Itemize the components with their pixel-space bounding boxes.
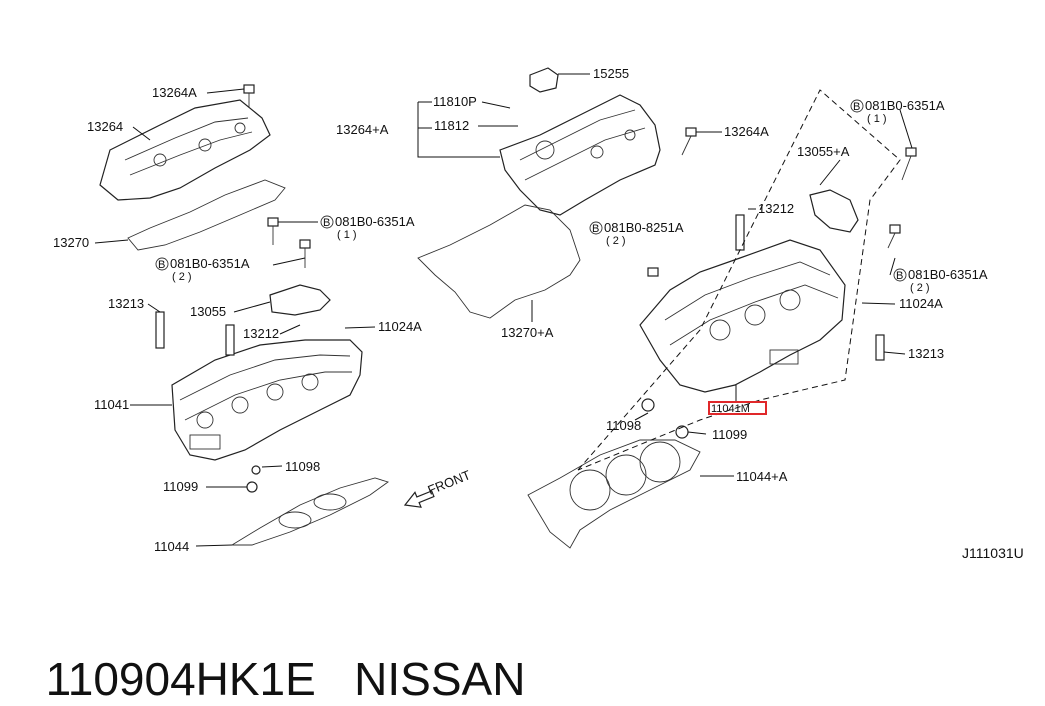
bolt-symbol: B	[896, 270, 903, 282]
label-11099-right: 11099	[712, 427, 747, 442]
oil-filler-cap	[529, 67, 559, 93]
qty-081B0-6351A-top-left: ( 1 )	[337, 229, 357, 241]
bolt-symbol: B	[323, 217, 330, 229]
bolt-symbol-circle	[850, 99, 864, 113]
right-valve-cover	[499, 94, 661, 216]
label-11024A-right: 11024A	[899, 296, 943, 311]
label-081B0-8251A: 081B0-8251A	[604, 220, 684, 235]
label-11024A-left: 11024A	[378, 319, 422, 334]
label-13212-left: 13212	[243, 326, 279, 341]
label-11041: 11041	[94, 397, 129, 412]
bolt-symbol-circle	[589, 221, 603, 235]
label-081B0-6351A-top-left: 081B0-6351A	[335, 214, 415, 229]
label-11099-left: 11099	[163, 479, 198, 494]
label-11098-left: 11098	[285, 459, 320, 474]
part-number: 110904HK1E	[45, 653, 316, 705]
label-13264A-mid: 13264A	[724, 124, 769, 139]
front-label: FRONT	[426, 467, 473, 498]
right-washers	[641, 398, 689, 439]
leader-lines	[94, 73, 913, 547]
qty-081B0-6351A-mid-left: ( 2 )	[172, 271, 192, 283]
left-washers	[246, 465, 261, 493]
label-13270: 13270	[53, 235, 89, 250]
label-13264: 13264	[87, 119, 123, 134]
label-13213-right: 13213	[908, 346, 944, 361]
right-cylinder-head	[639, 239, 846, 393]
label-13212-right: 13212	[758, 201, 794, 216]
bolt-symbol: B	[158, 259, 165, 271]
right-valve-cover-gasket	[417, 204, 581, 319]
label-11044plusA: 11044+A	[736, 469, 788, 484]
qty-081B0-6351A-top-right: ( 1 )	[867, 113, 887, 125]
label-11812: 11812	[434, 118, 469, 133]
label-11041M: 11041M	[711, 403, 750, 415]
highlight-box-11041M	[708, 401, 767, 415]
right-bolts	[647, 127, 917, 277]
label-13055plusA: 13055+A	[797, 144, 850, 159]
label-11098-right: 11098	[606, 418, 641, 433]
label-13264plusA: 13264+A	[336, 122, 389, 137]
diagram-code: J111031U	[962, 545, 1024, 561]
label-081B0-6351A-right: 081B0-6351A	[908, 267, 988, 282]
label-15255: 15255	[593, 66, 629, 81]
left-cylinder-head	[171, 339, 363, 461]
left-head-gasket	[230, 477, 389, 546]
front-arrow	[403, 490, 435, 508]
label-13055: 13055	[190, 304, 226, 319]
left-valve-cover-gasket	[127, 179, 286, 251]
label-13264A-left: 13264A	[152, 85, 197, 100]
qty-081B0-6351A-right: ( 2 )	[910, 282, 930, 294]
bolt-symbol: B	[853, 101, 860, 113]
right-bracket-13055A	[809, 189, 859, 233]
bolt-symbol-circle	[155, 257, 169, 271]
label-11044: 11044	[154, 539, 189, 554]
caption: 110904HK1E NISSAN	[20, 598, 526, 706]
parts-diagram: FRONT 13264A 13264 13270 B 081B0-6351A (…	[46, 66, 1024, 705]
label-081B0-6351A-top-right: 081B0-6351A	[865, 98, 945, 113]
qty-081B0-8251A: ( 2 )	[606, 235, 626, 247]
label-13270plusA: 13270+A	[501, 325, 554, 340]
brand-name: NISSAN	[354, 653, 526, 705]
diagram-canvas: FRONT 13264A 13264 13270 B 081B0-6351A (…	[53, 66, 1024, 561]
label-081B0-6351A-mid-left: 081B0-6351A	[170, 256, 250, 271]
right-head-gasket	[527, 439, 701, 549]
left-valve-cover	[99, 99, 271, 201]
left-bracket-13055	[269, 284, 331, 316]
bolt-symbol: B	[592, 223, 599, 235]
left-bolts-081B0	[267, 217, 311, 268]
bolt-symbol-circle	[320, 215, 334, 229]
label-11810P: 11810P	[433, 94, 477, 109]
label-13213-left: 13213	[108, 296, 144, 311]
bolt-symbol-circle	[893, 268, 907, 282]
